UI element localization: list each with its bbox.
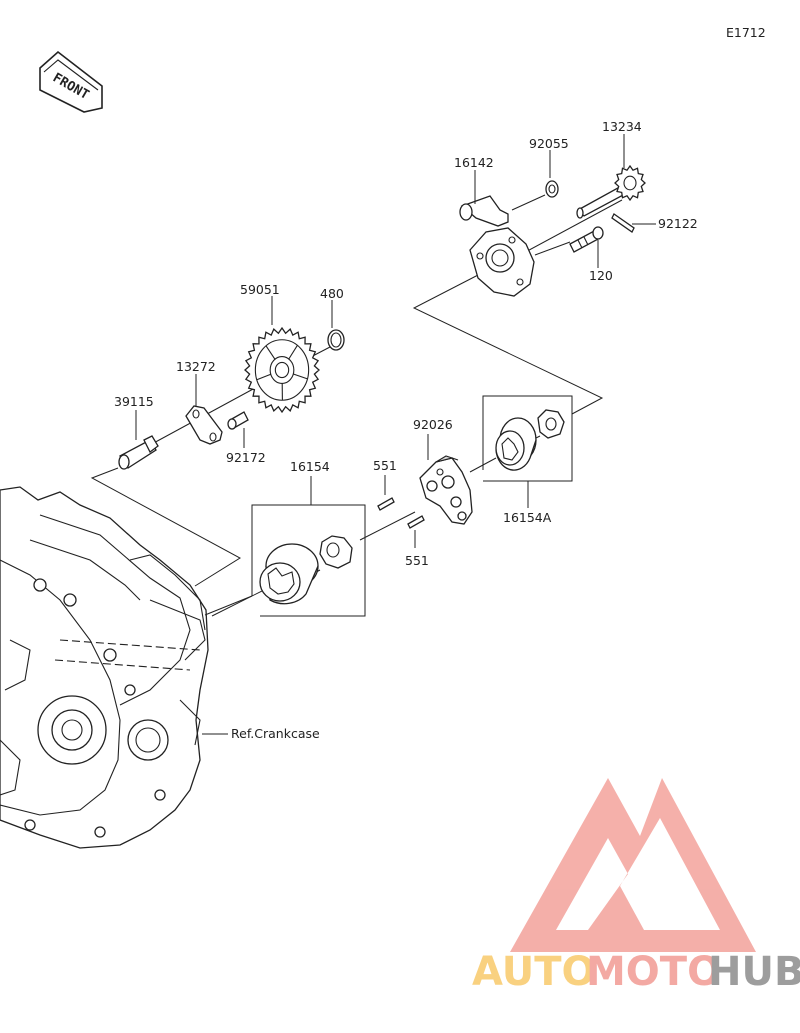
bolt-120 [569,226,604,253]
label-551-upper: 551 [373,458,397,473]
pump-cover-92026 [419,455,473,525]
watermark-word-auto: AUTO [472,949,596,995]
label-59051: 59051 [240,282,280,297]
watermark-word-hub: HUB [708,949,800,995]
group-16154 [251,476,366,617]
label-480: 480 [320,286,344,301]
reference-lines [90,194,623,617]
part-labels: 13234 92055 16142 92122 120 59051 480 13… [114,119,698,741]
group-16154A [482,395,573,508]
outer-rotor-16154A [495,417,537,471]
pin-92122 [611,213,635,233]
inner-rotor-16154A [537,409,565,439]
label-16154: 16154 [290,459,330,474]
label-92055: 92055 [529,136,569,151]
inner-rotor-16154 [319,535,353,569]
label-13272: 13272 [176,359,216,374]
pin-551-lower [407,515,425,529]
label-92122: 92122 [658,216,698,231]
label-120: 120 [589,268,613,283]
label-551-lower: 551 [405,553,429,568]
label-13234: 13234 [602,119,642,134]
front-arrow-icon: FRONT [39,50,103,113]
label-39115: 39115 [114,394,154,409]
plate-13272 [185,405,223,445]
shaft-39115 [118,435,159,470]
bolt-92172 [227,411,249,430]
gear-13234 [614,164,646,202]
crankcase-drawing [0,486,209,849]
watermark-word-moto: MOTO [586,949,721,995]
automotohub-logo: AUTO MOTO HUB [472,778,800,995]
pin-551-upper [377,497,395,511]
label-92026: 92026 [413,417,453,432]
label-16154A: 16154A [503,510,552,525]
label-16142: 16142 [454,155,494,170]
gear-59051 [244,326,320,414]
circlip-480 [327,329,345,351]
label-ref-crankcase: Ref.Crankcase [231,726,320,741]
washer-92055 [545,180,559,198]
diagram-code: E1712 [726,25,766,40]
pump-body-16142 [459,195,535,297]
outer-rotor-16154 [259,543,319,605]
label-92172: 92172 [226,450,266,465]
triangle-logo-icon [510,778,756,952]
